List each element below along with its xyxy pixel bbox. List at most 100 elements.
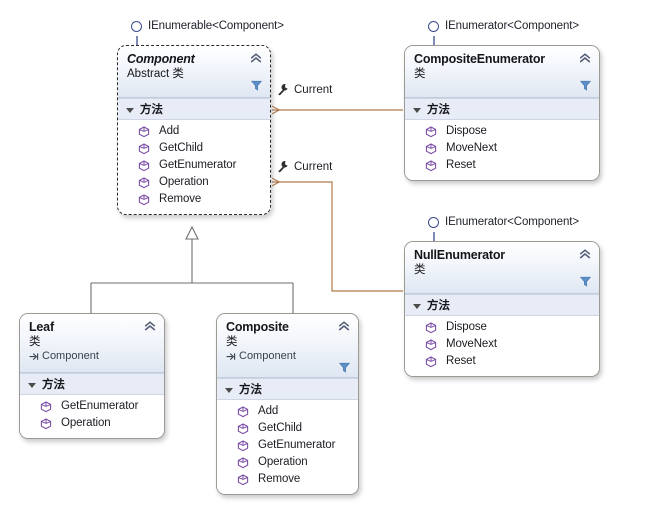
member-row[interactable]: GetChild xyxy=(217,420,358,437)
member-label: Reset xyxy=(446,159,476,171)
base-type-arrow-icon xyxy=(29,353,39,361)
section-header-methods[interactable]: 方法 xyxy=(217,378,358,400)
method-cube-icon xyxy=(138,159,150,171)
member-row[interactable]: Reset xyxy=(405,353,599,370)
member-label: MoveNext xyxy=(446,338,497,350)
class-name: Component xyxy=(127,52,195,66)
expand-triangle-icon[interactable] xyxy=(28,382,36,388)
method-cube-icon xyxy=(40,417,52,429)
member-row[interactable]: GetEnumerator xyxy=(118,157,270,174)
member-row[interactable]: MoveNext xyxy=(405,140,599,157)
member-list-component: Add GetChild GetEnumerator xyxy=(118,120,270,214)
interface-lollipop-ienumerable-component[interactable]: IEnumerable<Component> xyxy=(131,20,284,32)
filter-funnel-icon[interactable] xyxy=(251,80,262,91)
member-label: GetEnumerator xyxy=(61,400,139,412)
class-box-composite[interactable]: Composite 类 Component 方法 xyxy=(216,313,359,495)
collapse-chevron-icon[interactable] xyxy=(250,53,262,64)
member-row[interactable]: Add xyxy=(118,123,270,140)
section-header-methods[interactable]: 方法 xyxy=(405,294,599,316)
filter-funnel-icon[interactable] xyxy=(580,80,591,91)
method-cube-icon xyxy=(425,142,437,154)
section-label: 方法 xyxy=(239,384,262,396)
association-label-current-1[interactable]: Current xyxy=(276,83,332,96)
class-header-null-enumerator: NullEnumerator 类 xyxy=(405,242,599,294)
interface-label: IEnumerable<Component> xyxy=(148,20,284,32)
class-name: Leaf xyxy=(29,320,54,334)
interface-circle-icon xyxy=(428,20,439,32)
property-wrench-icon xyxy=(278,84,288,96)
member-row[interactable]: Dispose xyxy=(405,319,599,336)
section-label: 方法 xyxy=(427,104,450,116)
class-box-leaf[interactable]: Leaf 类 Component 方法 xyxy=(19,313,165,439)
method-cube-icon xyxy=(425,338,437,350)
class-header-component: Component Abstract 类 xyxy=(118,46,270,98)
member-row[interactable]: GetChild xyxy=(118,140,270,157)
method-cube-icon xyxy=(237,405,249,417)
member-label: Dispose xyxy=(446,125,487,137)
member-row[interactable]: GetEnumerator xyxy=(20,398,164,415)
class-box-null-enumerator[interactable]: NullEnumerator 类 方法 Dispose xyxy=(404,241,600,377)
method-cube-icon xyxy=(138,193,150,205)
member-row[interactable]: MoveNext xyxy=(405,336,599,353)
filter-funnel-icon[interactable] xyxy=(339,362,350,373)
member-list-composite: Add GetChild GetEnumerator xyxy=(217,400,358,494)
section-header-methods[interactable]: 方法 xyxy=(405,98,599,120)
method-cube-icon xyxy=(425,321,437,333)
expand-triangle-icon[interactable] xyxy=(413,107,421,113)
member-row[interactable]: Operation xyxy=(20,415,164,432)
method-cube-icon xyxy=(237,439,249,451)
member-label: Operation xyxy=(61,417,111,429)
interface-circle-icon xyxy=(428,216,439,228)
collapse-chevron-icon[interactable] xyxy=(579,249,591,260)
method-cube-icon xyxy=(138,125,150,137)
filter-funnel-icon[interactable] xyxy=(580,276,591,287)
method-cube-icon xyxy=(138,142,150,154)
member-list-null-enumerator: Dispose MoveNext Reset xyxy=(405,316,599,376)
expand-triangle-icon[interactable] xyxy=(225,387,233,393)
class-stereotype: Abstract 类 xyxy=(127,68,184,80)
method-cube-icon xyxy=(237,473,249,485)
association-line-current-2 xyxy=(272,182,403,292)
member-label: Dispose xyxy=(446,321,487,333)
expand-triangle-icon[interactable] xyxy=(126,107,134,113)
member-label: Operation xyxy=(258,456,308,468)
member-label: Add xyxy=(159,125,180,137)
member-label: GetChild xyxy=(159,142,203,154)
base-type-label: Component xyxy=(239,350,296,362)
interface-lollipop-ienumerator-composite[interactable]: IEnumerator<Component> xyxy=(428,20,579,32)
collapse-chevron-icon[interactable] xyxy=(579,53,591,64)
base-type-arrow-icon xyxy=(226,353,236,361)
interface-circle-icon xyxy=(131,20,142,32)
expand-triangle-icon[interactable] xyxy=(413,303,421,309)
collapse-chevron-icon[interactable] xyxy=(144,321,156,332)
class-box-component[interactable]: Component Abstract 类 方法 Add xyxy=(117,45,271,215)
method-cube-icon xyxy=(237,456,249,468)
section-header-methods[interactable]: 方法 xyxy=(118,98,270,120)
member-label: Remove xyxy=(258,473,301,485)
class-box-composite-enumerator[interactable]: CompositeEnumerator 类 方法 Dispose xyxy=(404,45,600,181)
association-label-current-2[interactable]: Current xyxy=(276,160,332,173)
member-label: GetChild xyxy=(258,422,302,434)
member-label: Add xyxy=(258,405,279,417)
member-row[interactable]: Add xyxy=(217,403,358,420)
member-row[interactable]: Remove xyxy=(118,191,270,208)
member-row[interactable]: GetEnumerator xyxy=(217,437,358,454)
section-header-methods[interactable]: 方法 xyxy=(20,373,164,395)
member-row[interactable]: Operation xyxy=(118,174,270,191)
member-row[interactable]: Remove xyxy=(217,471,358,488)
interface-lollipop-ienumerator-null[interactable]: IEnumerator<Component> xyxy=(428,216,579,228)
member-label: GetEnumerator xyxy=(159,159,237,171)
section-label: 方法 xyxy=(42,379,65,391)
section-label: 方法 xyxy=(140,104,163,116)
class-header-composite: Composite 类 Component xyxy=(217,314,358,378)
class-stereotype: 类 xyxy=(226,336,238,348)
interface-label: IEnumerator<Component> xyxy=(445,20,579,32)
collapse-chevron-icon[interactable] xyxy=(338,321,350,332)
member-row[interactable]: Operation xyxy=(217,454,358,471)
class-name: CompositeEnumerator xyxy=(414,52,545,66)
member-row[interactable]: Reset xyxy=(405,157,599,174)
member-label: GetEnumerator xyxy=(258,439,336,451)
member-row[interactable]: Dispose xyxy=(405,123,599,140)
member-label: MoveNext xyxy=(446,142,497,154)
